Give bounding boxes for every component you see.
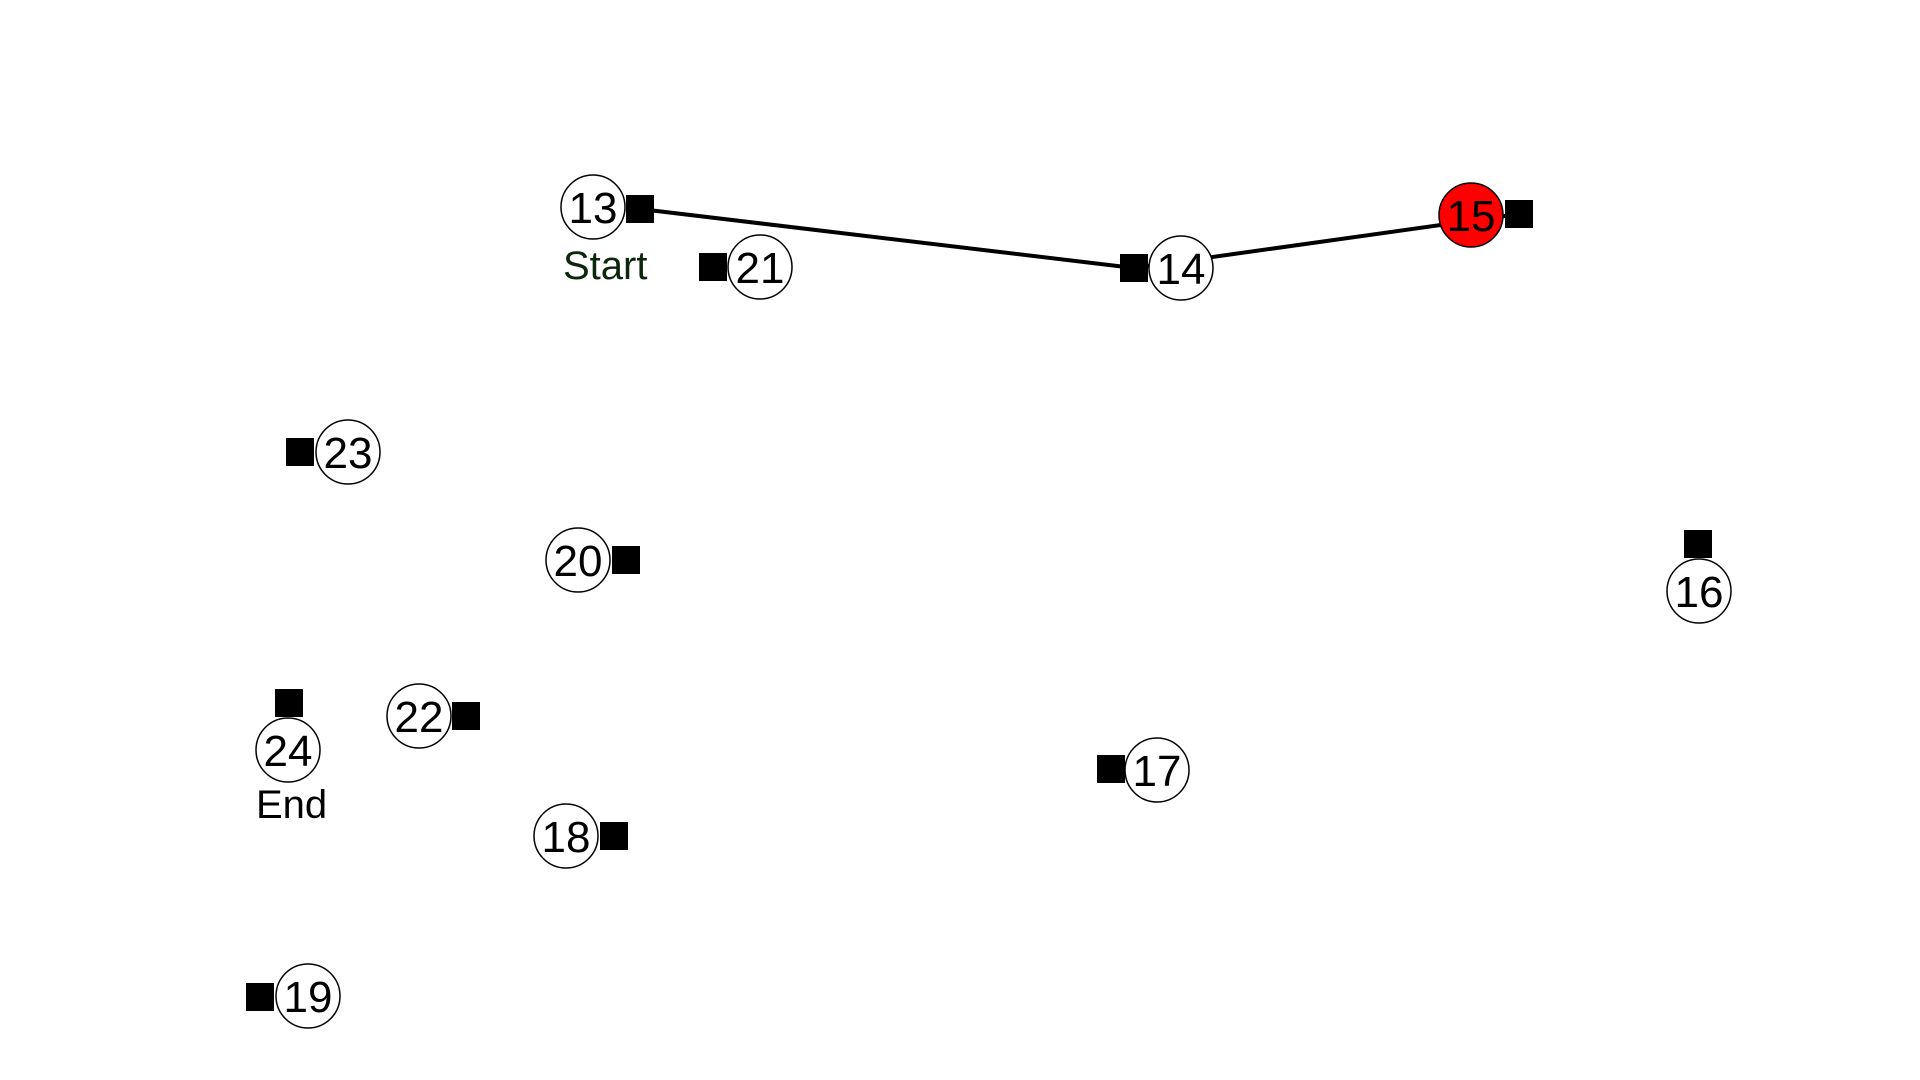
node-label: 14 [1157, 245, 1206, 294]
graph-nodes: 13 14 15 16 17 18 19 20 21 22 23 24 [246, 174, 1732, 1029]
path-edge-13-14 [639, 207, 1135, 270]
node-connector-square [286, 438, 314, 466]
node-circle [1666, 558, 1732, 624]
node-16[interactable]: 16 [1666, 530, 1732, 624]
node-circle [533, 803, 599, 869]
node-label: 19 [284, 973, 333, 1022]
node-circle [560, 174, 626, 240]
node-connector-square [275, 689, 303, 717]
node-22[interactable]: 22 [386, 683, 480, 749]
node-connector-square [1505, 200, 1533, 228]
node-15[interactable]: 15 [1438, 182, 1533, 248]
node-label: 13 [569, 184, 618, 233]
node-connector-square [1120, 254, 1148, 282]
end-marker-label: End [256, 783, 327, 827]
node-circle [545, 527, 611, 593]
node-connector-square [612, 546, 640, 574]
node-connector-square [600, 822, 628, 850]
node-label: 22 [395, 693, 444, 742]
node-label: 15 [1447, 192, 1496, 241]
node-label: 16 [1675, 568, 1724, 617]
node-21[interactable]: 21 [699, 234, 793, 300]
node-circle [275, 963, 341, 1029]
node-connector-square [626, 195, 654, 223]
node-circle [1148, 235, 1214, 301]
node-connector-square [699, 253, 727, 281]
node-23[interactable]: 23 [286, 419, 381, 485]
node-label: 24 [264, 727, 313, 776]
node-connector-square [246, 983, 274, 1011]
current-node-circle [1438, 182, 1504, 248]
node-connector-square [452, 702, 480, 730]
node-18[interactable]: 18 [533, 803, 628, 869]
node-17[interactable]: 17 [1097, 737, 1190, 803]
route-markers: Start End [256, 244, 647, 827]
node-circle [315, 419, 381, 485]
node-label: 18 [542, 813, 591, 862]
node-label: 23 [324, 429, 373, 478]
node-19[interactable]: 19 [246, 963, 341, 1029]
node-circle [727, 234, 793, 300]
node-24[interactable]: 24 [255, 689, 321, 783]
node-20[interactable]: 20 [545, 527, 640, 593]
node-14[interactable]: 14 [1120, 235, 1214, 301]
node-circle [255, 717, 321, 783]
start-marker-label: Start [563, 244, 647, 288]
node-connector-square [1684, 530, 1712, 558]
node-label: 17 [1133, 747, 1182, 796]
node-13[interactable]: 13 [560, 174, 654, 240]
node-circle [386, 683, 452, 749]
node-connector-square [1097, 755, 1125, 783]
node-label: 20 [554, 537, 603, 586]
node-label: 21 [736, 244, 785, 293]
